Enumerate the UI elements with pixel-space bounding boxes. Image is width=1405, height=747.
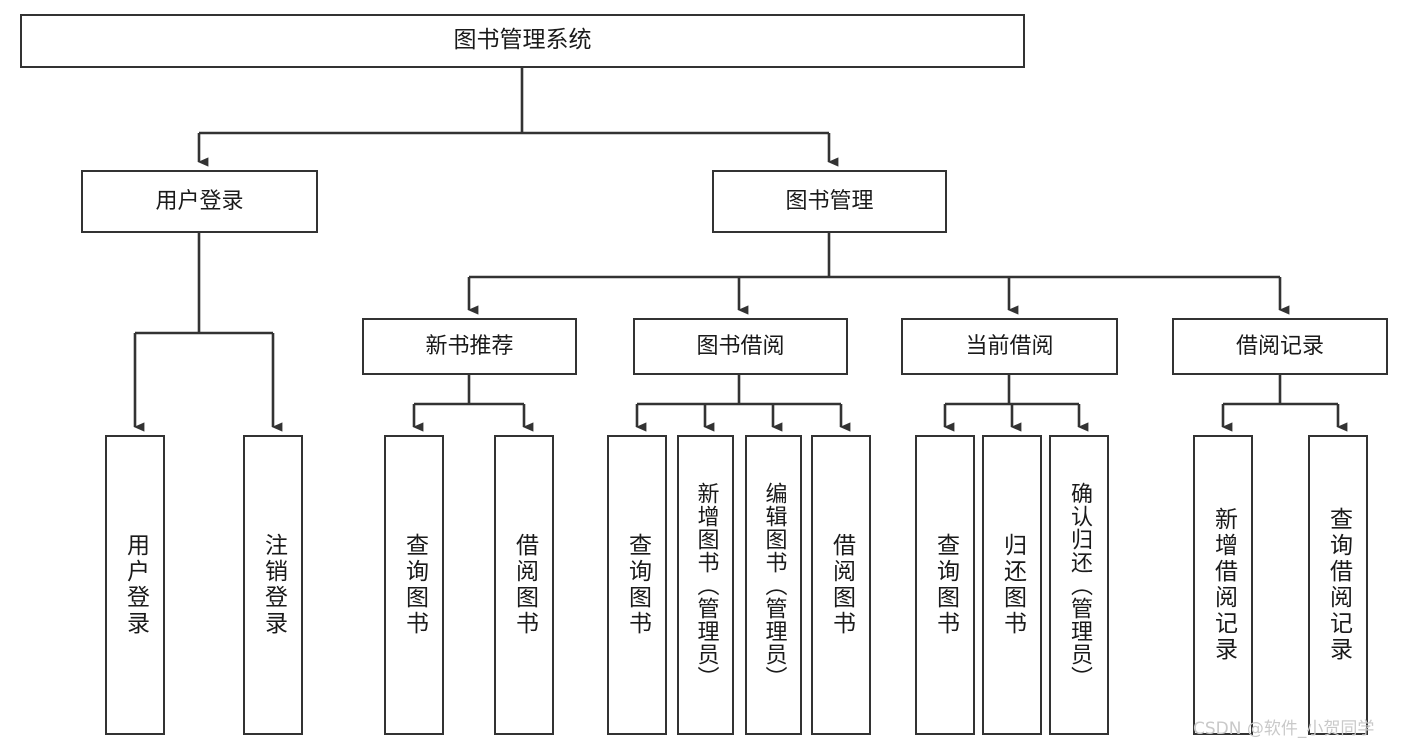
leaf-return-book[interactable]: 归还图书 — [982, 435, 1042, 735]
node-label: 图书借阅 — [696, 333, 785, 359]
leaf-borrow-book[interactable]: 借阅图书 — [811, 435, 871, 735]
leaf-query-book-current[interactable]: 查询图书 — [915, 435, 975, 735]
node-new-book-recommend[interactable]: 新书推荐 — [362, 318, 577, 375]
node-label: 用户登录 — [122, 533, 149, 637]
node-label: 图书管理系统 — [453, 27, 592, 54]
node-label: 归还图书 — [999, 533, 1026, 637]
node-label: 用户登录 — [155, 188, 244, 214]
leaf-query-borrow-record[interactable]: 查询借阅记录 — [1308, 435, 1368, 735]
node-label: 借阅图书 — [511, 533, 538, 637]
csdn-watermark: CSDN @软件_小贺同学 — [1193, 719, 1375, 739]
node-user-login[interactable]: 用户登录 — [81, 170, 318, 233]
leaf-borrow-book-recommend[interactable]: 借阅图书 — [494, 435, 554, 735]
node-label: 借阅图书 — [828, 533, 855, 637]
node-label: 借阅记录 — [1235, 333, 1324, 359]
leaf-confirm-return-admin[interactable]: 确认归还（管理员） — [1049, 435, 1109, 735]
node-label: 查询图书 — [401, 533, 428, 637]
leaf-query-book-borrow[interactable]: 查询图书 — [607, 435, 667, 735]
node-label: 编辑图书（管理员） — [761, 481, 787, 689]
leaf-logout-login[interactable]: 注销登录 — [243, 435, 303, 735]
node-current-borrow[interactable]: 当前借阅 — [901, 318, 1118, 375]
node-book-manage[interactable]: 图书管理 — [712, 170, 947, 233]
leaf-add-borrow-record[interactable]: 新增借阅记录 — [1193, 435, 1253, 735]
node-label: 图书管理 — [785, 188, 874, 214]
node-label: 注销登录 — [260, 533, 287, 637]
node-label: 新增借阅记录 — [1210, 507, 1237, 663]
leaf-edit-book-admin[interactable]: 编辑图书（管理员） — [745, 435, 802, 735]
node-label: 查询图书 — [932, 533, 959, 637]
node-label: 确认归还（管理员） — [1067, 481, 1092, 689]
node-book-borrow[interactable]: 图书借阅 — [633, 318, 848, 375]
node-label: 新增图书（管理员） — [693, 481, 719, 689]
leaf-query-book-recommend[interactable]: 查询图书 — [384, 435, 444, 735]
node-label: 查询图书 — [624, 533, 651, 637]
node-label: 查询借阅记录 — [1325, 507, 1352, 663]
node-root-book-management-system[interactable]: 图书管理系统 — [20, 14, 1025, 68]
node-label: 当前借阅 — [965, 333, 1054, 359]
leaf-user-login[interactable]: 用户登录 — [105, 435, 165, 735]
leaf-add-book-admin[interactable]: 新增图书（管理员） — [677, 435, 734, 735]
node-label: 新书推荐 — [425, 333, 514, 359]
node-borrow-record[interactable]: 借阅记录 — [1172, 318, 1388, 375]
